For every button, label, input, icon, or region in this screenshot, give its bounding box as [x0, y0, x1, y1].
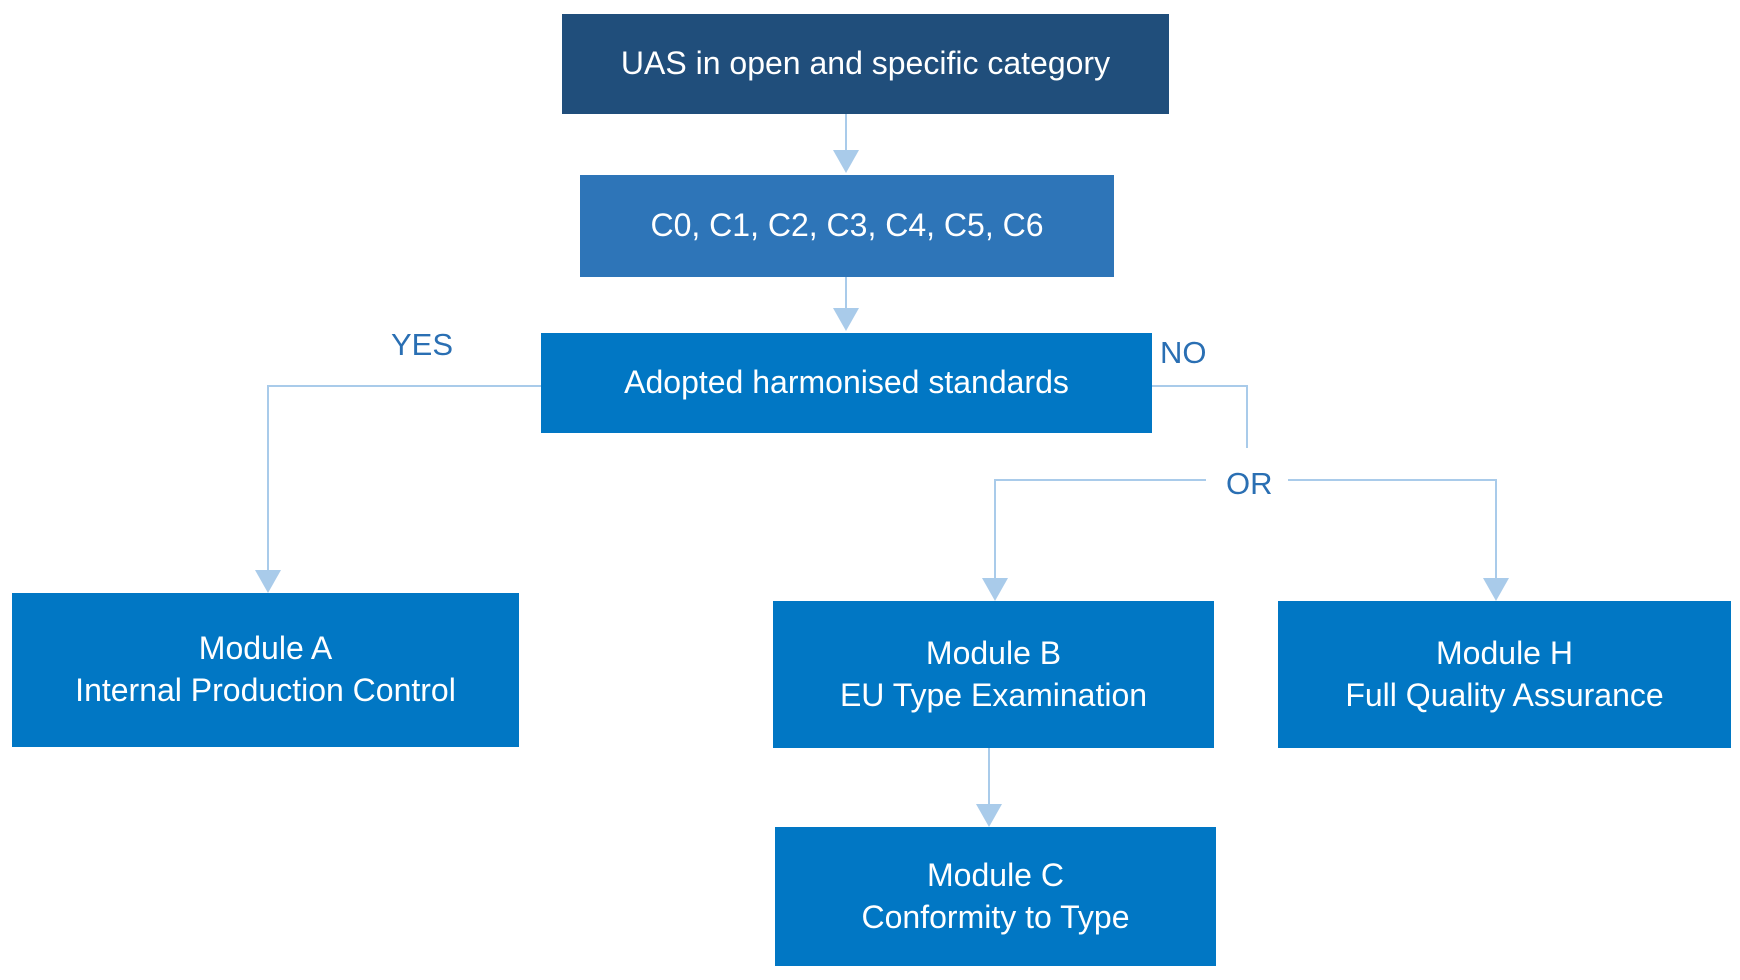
no-label: NO — [1160, 335, 1207, 370]
module-b-box: Module B EU Type Examination — [773, 601, 1214, 748]
classes-box-label: C0, C1, C2, C3, C4, C5, C6 — [650, 207, 1044, 244]
module-b-subtitle: EU Type Examination — [839, 676, 1148, 713]
connector-or-to-module-b — [994, 479, 1206, 580]
connector-or-to-module-h — [1288, 479, 1497, 580]
module-a-subtitle: Internal Production Control — [75, 672, 456, 708]
or-label: OR — [1226, 466, 1273, 501]
module-h-title: Module H — [1436, 634, 1573, 671]
module-c-title: Module C — [927, 856, 1064, 893]
classes-box: C0, C1, C2, C3, C4, C5, C6 — [580, 175, 1114, 277]
module-c-subtitle: Conformity to Type — [861, 898, 1130, 935]
module-b-title: Module B — [925, 634, 1062, 671]
decision-box-label: Adopted harmonised standards — [624, 364, 1069, 401]
arrowhead-classes — [833, 150, 859, 173]
arrowhead-module-a — [255, 570, 281, 593]
top-box-label: UAS in open and specific category — [620, 45, 1111, 82]
connector-no-to-or — [1152, 385, 1248, 448]
arrowhead-module-b — [982, 578, 1008, 601]
top-box: UAS in open and specific category — [562, 14, 1169, 114]
module-c-box: Module C Conformity to Type — [775, 827, 1216, 966]
module-a-box: Module A Internal Production Control — [12, 593, 519, 747]
arrowhead-decision — [833, 308, 859, 331]
yes-label: YES — [391, 327, 454, 362]
module-h-subtitle: Full Quality Assurance — [1345, 676, 1664, 713]
arrowhead-module-h — [1483, 578, 1509, 601]
module-a-title: Module A — [198, 630, 333, 667]
decision-box: Adopted harmonised standards — [541, 333, 1152, 433]
arrowhead-module-c — [976, 804, 1002, 827]
module-h-box: Module H Full Quality Assurance — [1278, 601, 1731, 748]
connector-yes-to-module-a — [267, 385, 541, 572]
